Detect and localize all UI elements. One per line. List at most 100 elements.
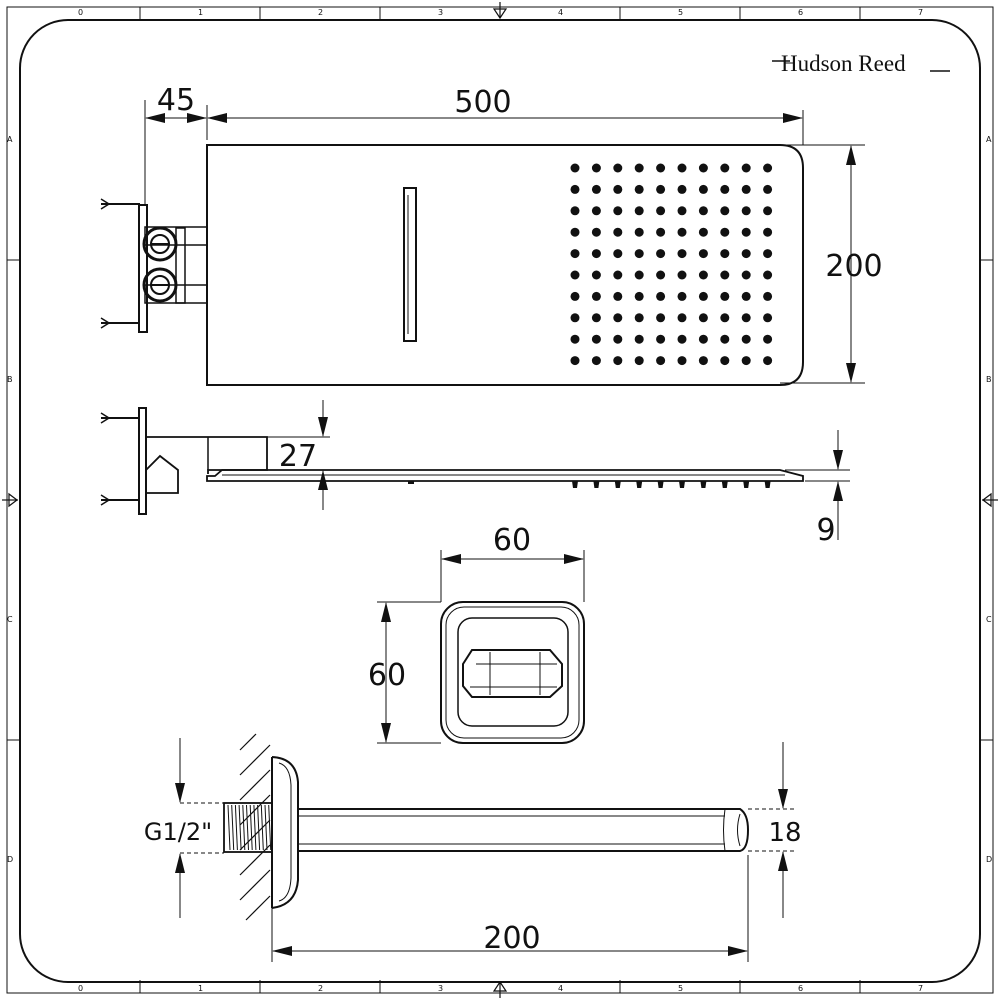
nozzle-hole — [634, 163, 644, 173]
thread-line — [238, 804, 242, 851]
dim-label-head-width: 200 — [825, 249, 882, 284]
nozzle-hole — [763, 270, 773, 280]
grid-letter: C — [7, 615, 13, 624]
nozzle-hole — [677, 184, 687, 194]
nozzle-hole — [570, 184, 580, 194]
dim-label-thread-size: G1/2" — [144, 818, 212, 846]
nozzle-hole — [677, 291, 687, 301]
nozzle-hole — [763, 356, 773, 366]
nozzle-hole — [656, 356, 666, 366]
nozzle-hole — [591, 206, 601, 216]
grid-ticks — [7, 7, 993, 993]
nozzle-tip — [679, 481, 685, 488]
nozzle-hole — [591, 227, 601, 237]
dim-label-spout-length: 200 — [483, 921, 540, 956]
nozzle-hole — [698, 313, 708, 323]
dimension-60-width: 60 — [440, 523, 585, 602]
grid-letters-right: A B C D — [986, 135, 992, 864]
nozzle-hole — [613, 356, 623, 366]
nozzle-tip — [764, 481, 771, 488]
nozzle-hole — [656, 206, 666, 216]
grid-number: 4 — [558, 984, 563, 993]
grid-number: 5 — [678, 984, 683, 993]
dimension-9: 9 — [785, 430, 850, 548]
nozzle-hole — [763, 291, 773, 301]
nozzle-hole — [634, 270, 644, 280]
nozzle-hole — [634, 249, 644, 259]
nozzle-hole — [634, 291, 644, 301]
grid-number: 7 — [918, 8, 923, 17]
thread-line — [242, 804, 246, 851]
nozzle-hole — [613, 206, 623, 216]
nozzle-hole — [656, 227, 666, 237]
nozzle-hole — [720, 184, 730, 194]
nozzle-hole — [741, 270, 751, 280]
nozzle-hole — [677, 313, 687, 323]
nozzle-hole — [634, 356, 644, 366]
nozzle-hole — [720, 206, 730, 216]
nozzle-hole — [656, 184, 666, 194]
nozzle-hole — [720, 291, 730, 301]
thread-line — [268, 804, 272, 851]
nozzle-hole — [570, 291, 580, 301]
nozzle-hole — [591, 184, 601, 194]
nozzle-hole — [741, 227, 751, 237]
nozzle-hole — [591, 356, 601, 366]
dimension-60-height: 60 — [368, 601, 441, 744]
grid-number: 5 — [678, 8, 683, 17]
grid-number: 7 — [918, 984, 923, 993]
nozzle-hole — [741, 206, 751, 216]
nozzle-hole — [613, 184, 623, 194]
nozzle-hole — [720, 249, 730, 259]
nozzle-hole — [698, 356, 708, 366]
grid-letter: C — [986, 615, 992, 624]
nozzle-hole — [698, 163, 708, 173]
nozzle-tip — [700, 481, 707, 488]
nozzle-hole — [570, 227, 580, 237]
nozzle-hole — [613, 249, 623, 259]
grid-number: 3 — [438, 984, 443, 993]
dimension-200-length: 200 — [271, 855, 749, 962]
nozzle-tip — [721, 481, 728, 488]
nozzle-hole — [698, 291, 708, 301]
nozzle-hole — [720, 356, 730, 366]
grid-number: 1 — [198, 984, 203, 993]
nozzle-hole — [591, 334, 601, 344]
nozzle-hole — [570, 270, 580, 280]
grid-letter: D — [7, 855, 13, 864]
grid-letter: B — [7, 375, 13, 384]
nozzle-hole — [656, 334, 666, 344]
nozzle-hole — [634, 206, 644, 216]
dim-label-head-length: 500 — [454, 85, 511, 120]
nozzle-hole — [613, 227, 623, 237]
arm-tube — [298, 808, 750, 852]
dim-label-rim-thickness: 9 — [816, 513, 835, 548]
nozzle-hole — [720, 313, 730, 323]
nozzle-hole — [698, 227, 708, 237]
nozzle-hole — [763, 313, 773, 323]
nozzle-hole — [720, 163, 730, 173]
nozzle-hole — [570, 163, 580, 173]
nozzle-hole — [677, 334, 687, 344]
nozzle-tip — [636, 481, 643, 488]
nozzle-hole — [613, 270, 623, 280]
dim-label-flange-height: 60 — [368, 658, 406, 693]
nozzle-hole — [570, 356, 580, 366]
nozzle-hole — [656, 249, 666, 259]
nozzle-hole — [698, 270, 708, 280]
nozzle-hole — [763, 227, 773, 237]
nozzle-hole — [570, 249, 580, 259]
nozzle-hole — [720, 270, 730, 280]
nozzle-hole — [698, 334, 708, 344]
nozzle-hole — [741, 184, 751, 194]
nozzle-hole — [763, 184, 773, 194]
nozzle-hole — [613, 291, 623, 301]
dim-label-head-thickness: 27 — [279, 439, 317, 474]
dimension-18: 18 — [748, 742, 802, 918]
nozzle-hole — [698, 184, 708, 194]
thread-line — [260, 804, 264, 851]
nozzle-hole — [634, 184, 644, 194]
side-nozzles — [572, 481, 771, 488]
